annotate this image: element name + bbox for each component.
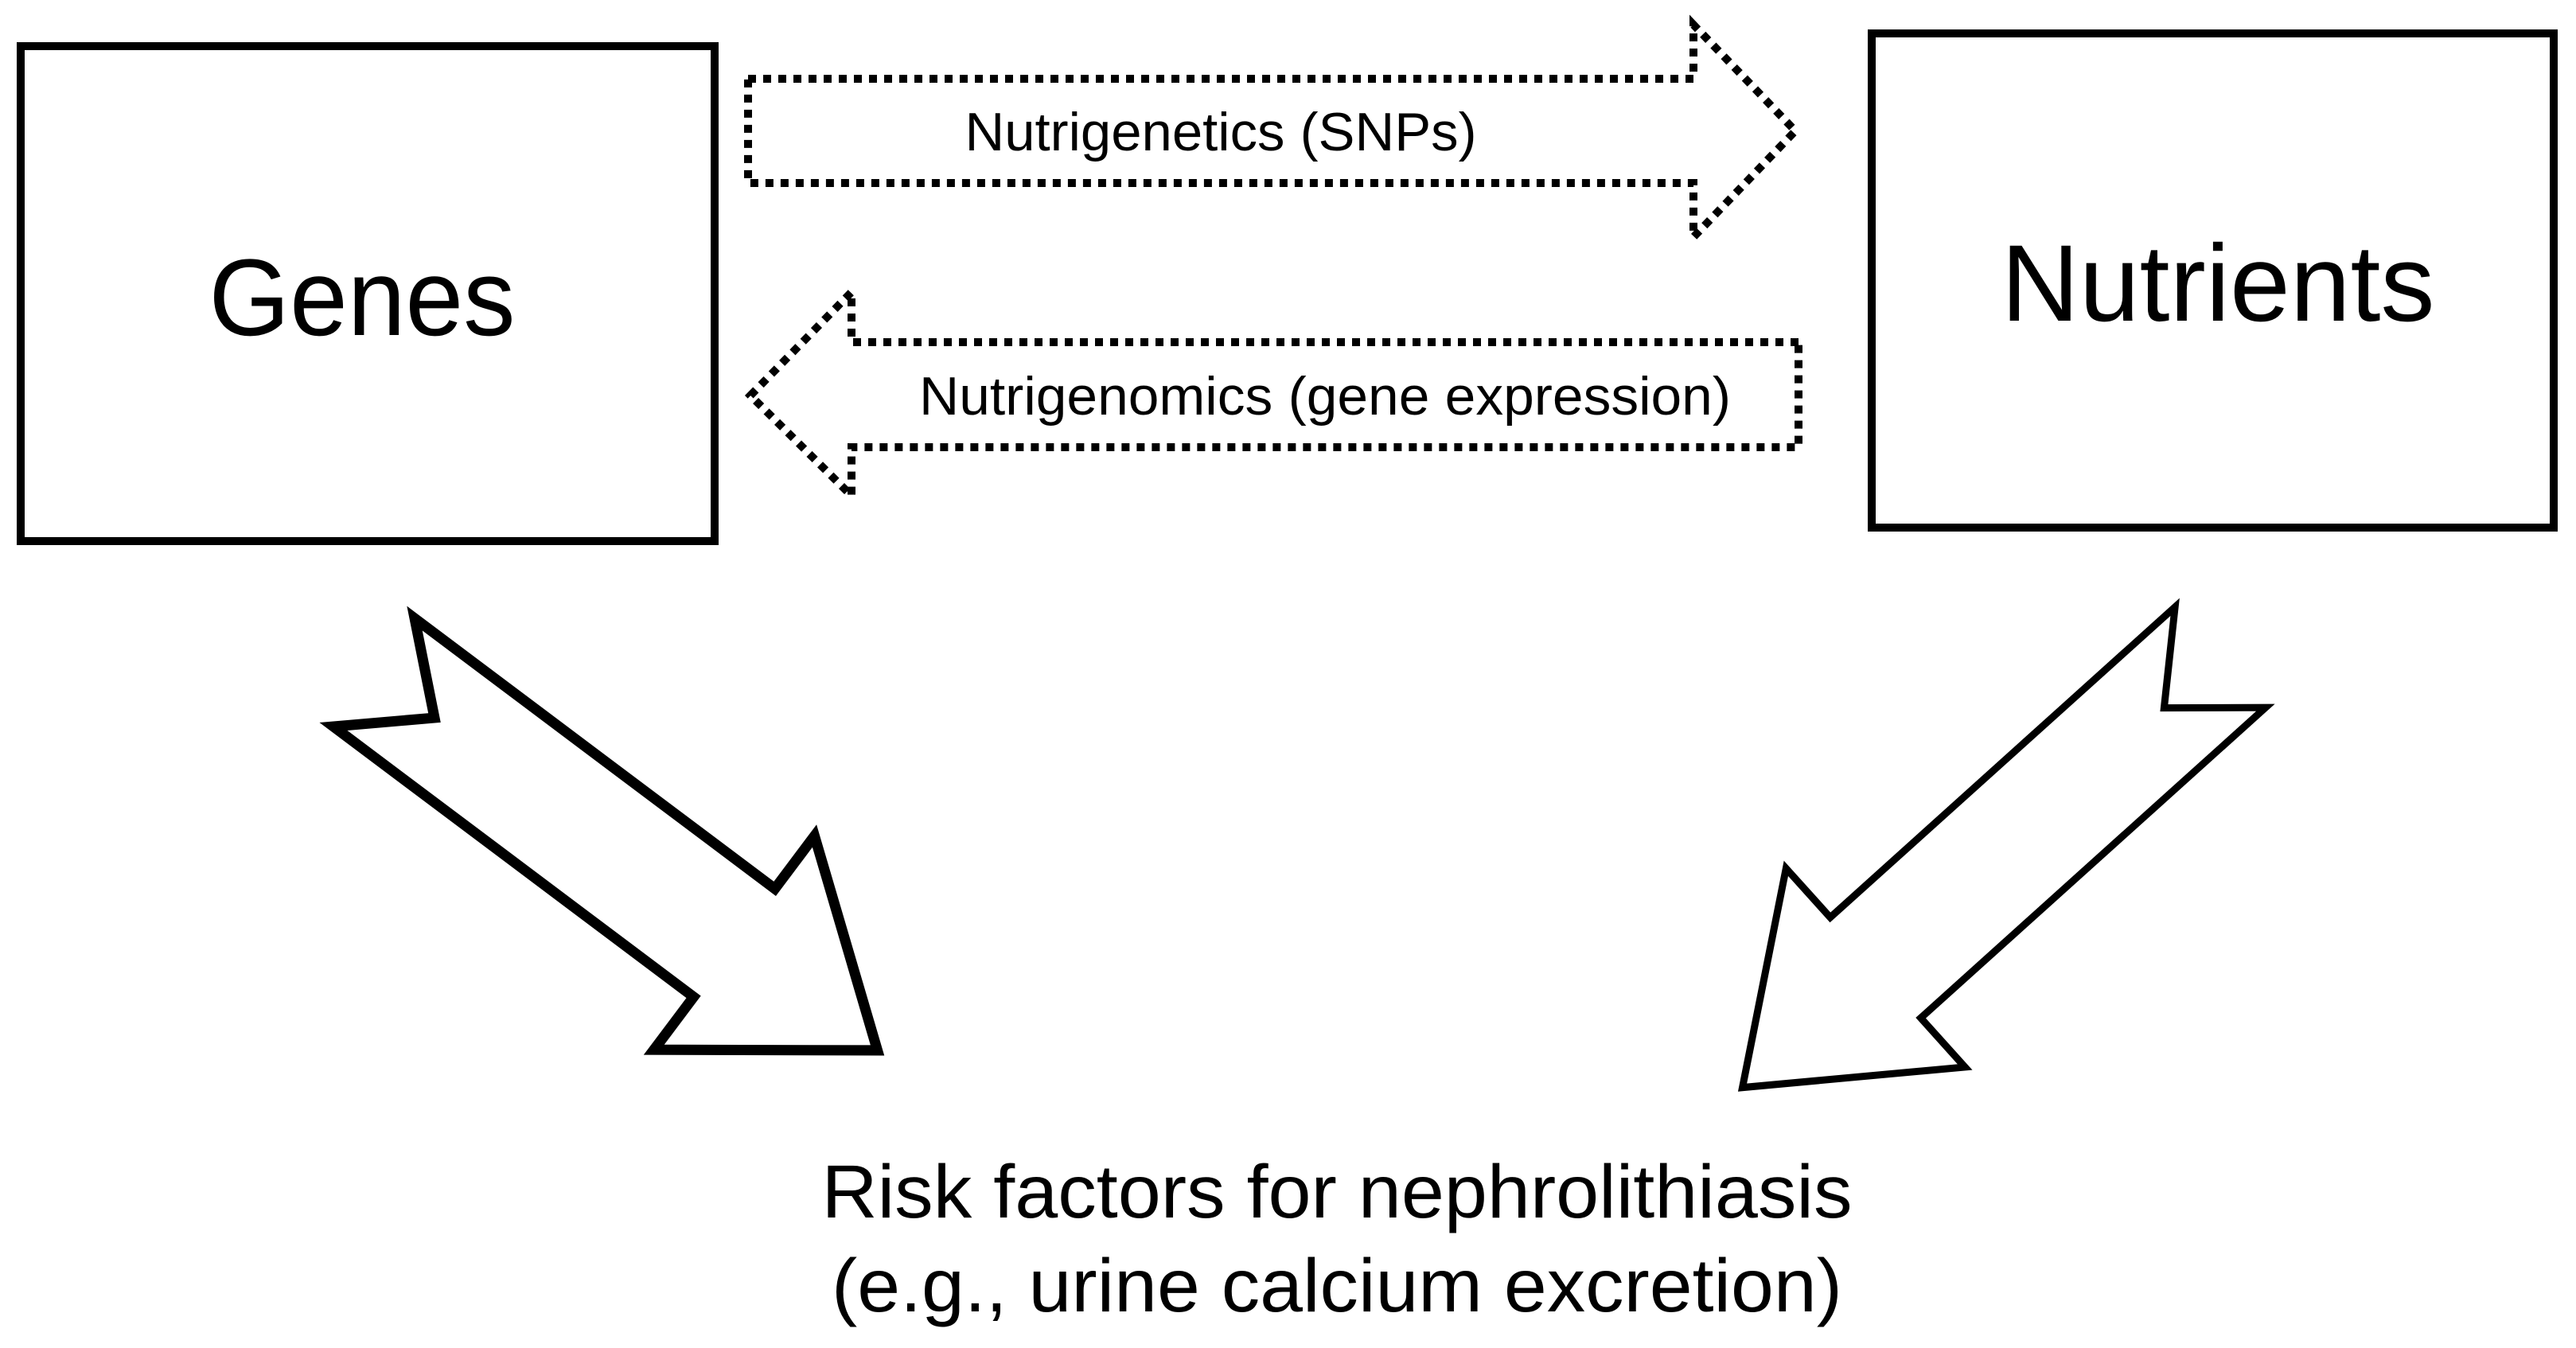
nutrients-to-risk-arrow-icon [1737,598,2275,1092]
nutrigenetics-arrow-label: Nutrigenetics (SNPs) [965,102,1477,162]
nutrigenomics-arrow-label: Nutrigenomics (gene expression) [919,366,1731,427]
outcome-caption-line2: (e.g., urine calcium excretion) [832,1244,1842,1328]
genes-to-risk-arrow-icon [319,606,885,1056]
genes-node-box [17,42,719,545]
nutrients-node-box [1868,29,2558,532]
nutrigenetics-arrow-right-icon [744,14,1801,247]
nutrients-node-label: Nutrients [2001,223,2435,345]
nutrigenomics-arrow-left-icon [744,282,1802,506]
genes-node-label: Genes [209,237,516,359]
outcome-caption-line1: Risk factors for nephrolithiasis [822,1150,1853,1234]
